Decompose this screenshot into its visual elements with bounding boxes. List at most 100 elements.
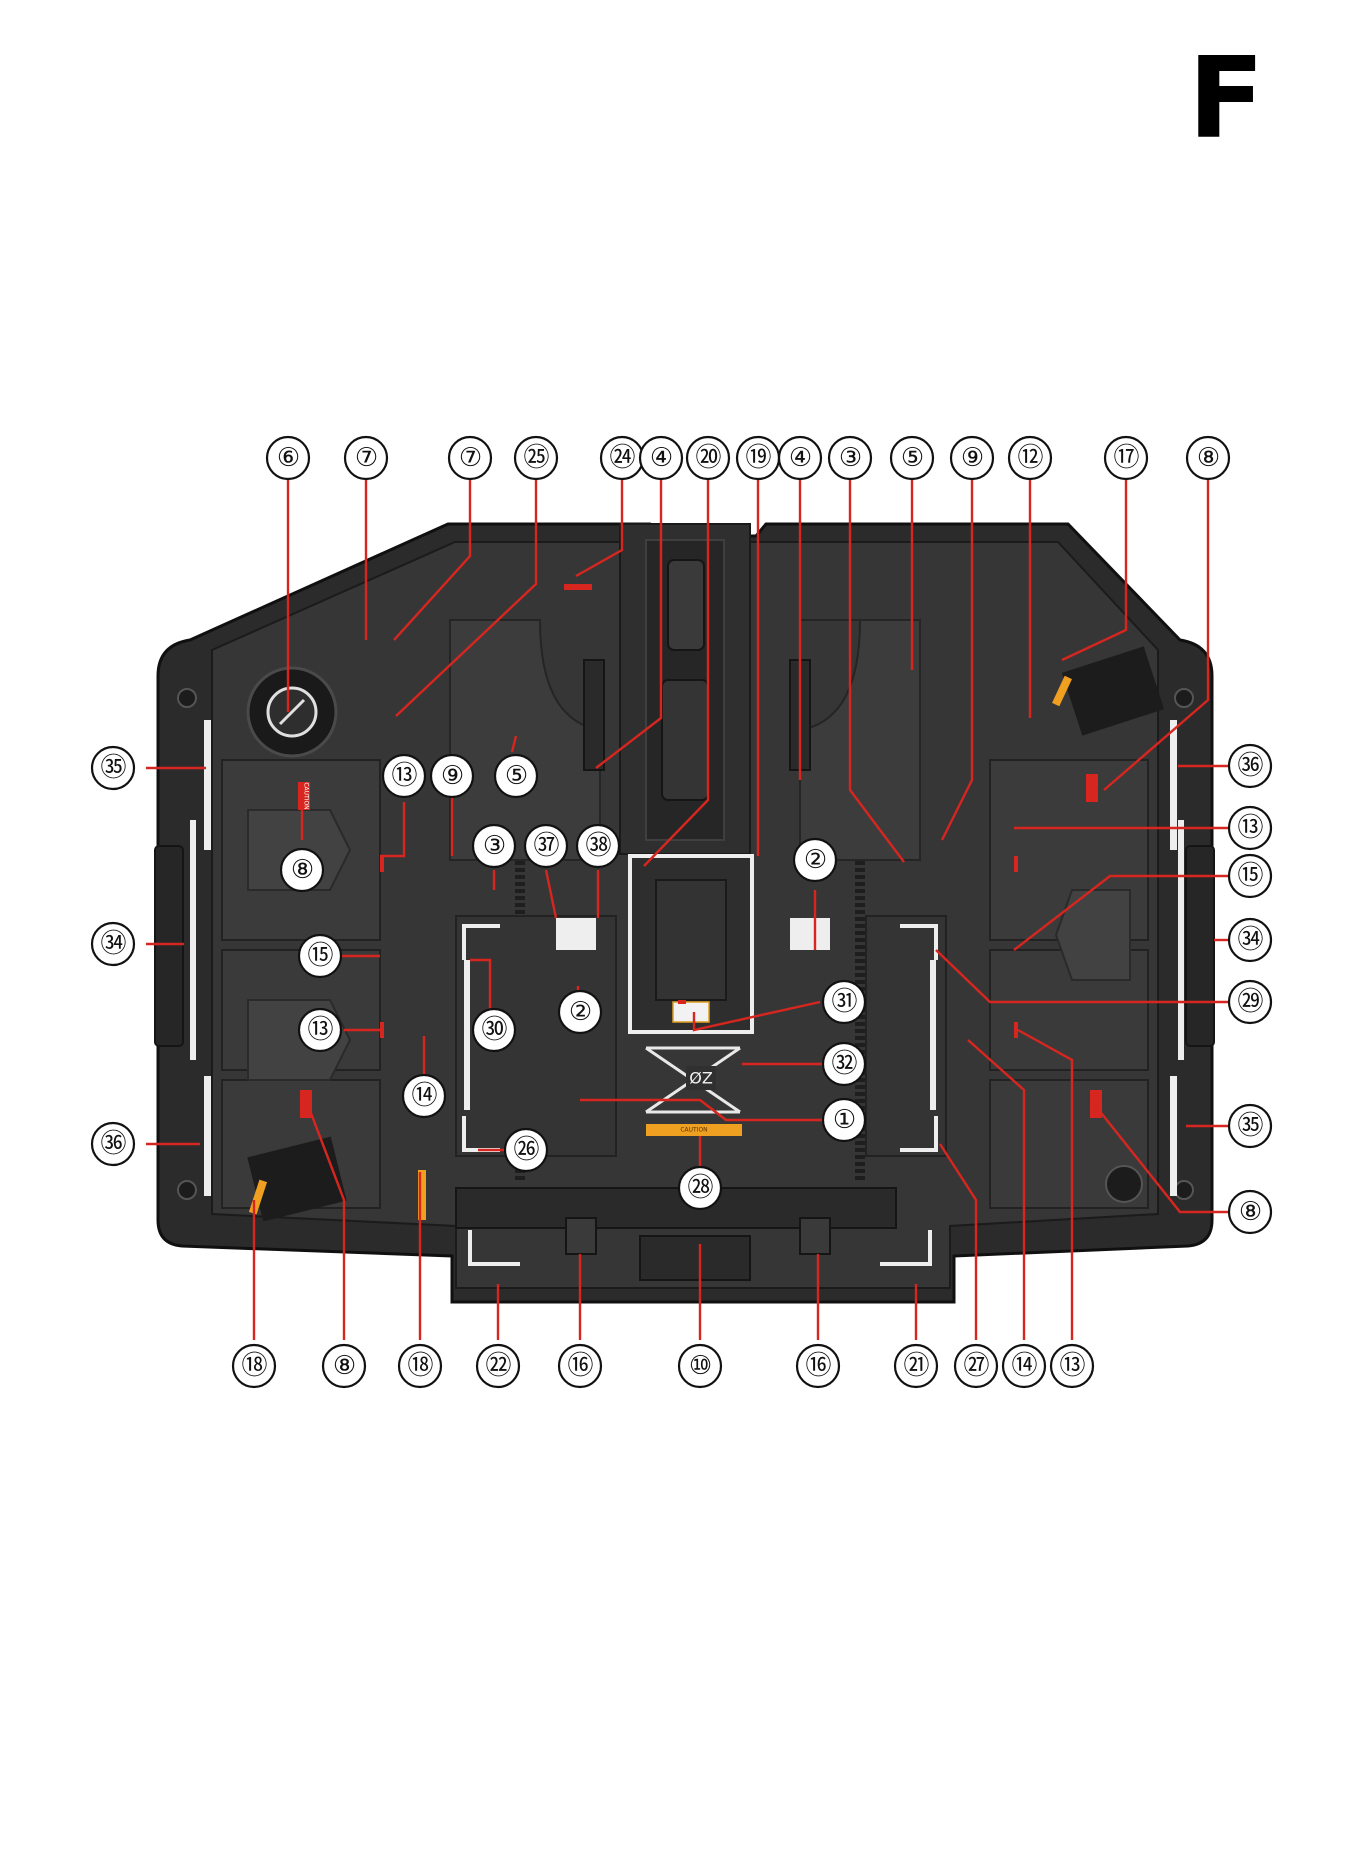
svg-text:⑮: ⑮ <box>1237 861 1263 891</box>
red-tab <box>678 1000 686 1004</box>
callout: ㉟ <box>90 745 136 791</box>
svg-text:⑤: ⑤ <box>505 761 527 791</box>
round-port <box>1105 1165 1143 1203</box>
bay-emblem <box>672 1001 710 1023</box>
svg-text:⑤: ⑤ <box>901 443 923 473</box>
right-side-rail <box>1185 845 1215 1047</box>
svg-text:⑳: ⑳ <box>695 443 721 473</box>
svg-text:②: ② <box>569 997 591 1027</box>
light-strip <box>1170 720 1177 850</box>
callout: ㉙ <box>1227 979 1273 1025</box>
svg-text:㊳: ㊳ <box>585 831 611 861</box>
svg-text:⑧: ⑧ <box>1197 443 1219 473</box>
caution-block <box>790 918 830 950</box>
svg-text:⑬: ⑬ <box>1237 813 1263 843</box>
bay-mechanism <box>655 879 727 1001</box>
svg-text:④: ④ <box>789 443 811 473</box>
front-tab <box>799 1217 831 1255</box>
screw-hole <box>1174 688 1194 708</box>
svg-text:⑨: ⑨ <box>961 443 983 473</box>
svg-text:⑯: ⑯ <box>567 1351 593 1381</box>
svg-text:㉞: ㉞ <box>1237 925 1263 955</box>
light-strip <box>204 720 211 850</box>
callout: ㉞ <box>1227 917 1273 963</box>
front-tab <box>565 1217 597 1255</box>
side-rod <box>583 659 605 771</box>
svg-text:③: ③ <box>483 831 505 861</box>
callout: ⑯ <box>795 1343 841 1389</box>
light-strip <box>204 1076 211 1196</box>
red-tab <box>1014 1022 1018 1038</box>
svg-text:㉜: ㉜ <box>831 1049 857 1079</box>
leader-lines <box>146 474 1230 1340</box>
svg-text:㉛: ㉛ <box>831 987 857 1017</box>
callout: ㉒ <box>475 1343 521 1389</box>
callout: ㉚ <box>471 1007 517 1053</box>
svg-text:⑬: ⑬ <box>391 761 417 791</box>
svg-text:㉔: ㉔ <box>609 443 635 473</box>
callout: ⑬ <box>381 753 427 799</box>
x-marking-decal: ØZ <box>645 1046 741 1114</box>
svg-text:⑦: ⑦ <box>459 443 481 473</box>
callout: ⑥ <box>265 435 311 481</box>
svg-text:㉖: ㉖ <box>513 1135 539 1165</box>
svg-text:㊲: ㊲ <box>533 831 559 861</box>
callout: ㉑ <box>893 1343 939 1389</box>
svg-text:⑱: ⑱ <box>241 1351 267 1381</box>
screw-hole <box>177 688 197 708</box>
svg-text:⑨: ⑨ <box>441 761 463 791</box>
svg-text:㉚: ㉚ <box>481 1015 507 1045</box>
svg-text:⑲: ⑲ <box>745 443 771 473</box>
svg-text:㉕: ㉕ <box>523 443 549 473</box>
callout: ㊱ <box>90 1121 136 1167</box>
svg-text:⑦: ⑦ <box>355 443 377 473</box>
callout: ② <box>557 989 603 1035</box>
spine-piston <box>661 679 709 801</box>
caution-label <box>1086 774 1098 802</box>
red-tab <box>1014 856 1018 872</box>
svg-text:㉑: ㉑ <box>903 1351 929 1381</box>
callout: ⑰ <box>1103 435 1149 481</box>
callout: ⑭ <box>1001 1343 1047 1389</box>
callout-badges: ⑥ ⑦ ⑦ ㉕ ㉔ ④ ⑳ ⑲ ④ ③ ⑤ ⑨ ⑫ ⑰ ⑧ ㉟ ⑬ ⑨ ⑤ ⑧ … <box>90 435 1273 1389</box>
caution-block <box>556 918 596 950</box>
callout: ⑲ <box>735 435 781 481</box>
svg-text:㊱: ㊱ <box>100 1129 126 1159</box>
svg-text:⑮: ⑮ <box>307 941 333 971</box>
svg-text:②: ② <box>804 845 826 875</box>
svg-text:⑩: ⑩ <box>689 1351 711 1381</box>
callout: ㉗ <box>953 1343 999 1389</box>
callout: ⑤ <box>889 435 935 481</box>
right-bay-bracket <box>900 924 938 1152</box>
svg-text:⑧: ⑧ <box>291 855 313 885</box>
callout: ㊲ <box>523 823 569 869</box>
callout: ⑩ <box>677 1343 723 1389</box>
callout: ⑤ <box>493 753 539 799</box>
callout: ① <box>821 1097 867 1143</box>
callout: ㉛ <box>821 979 867 1025</box>
callout: ㉜ <box>821 1041 867 1087</box>
svg-text:⑬: ⑬ <box>1059 1351 1085 1381</box>
callout: ㉔ <box>599 435 645 481</box>
callout: ⑧ <box>321 1343 367 1389</box>
svg-text:⑧: ⑧ <box>333 1351 355 1381</box>
callout: ④ <box>638 435 684 481</box>
callout: ⑱ <box>397 1343 443 1389</box>
front-slot <box>639 1235 751 1281</box>
callout: ⑱ <box>231 1343 277 1389</box>
light-strip <box>1178 820 1184 1060</box>
svg-text:⑱: ⑱ <box>407 1351 433 1381</box>
left-side-rail <box>154 845 184 1047</box>
zone-code-text: ØZ <box>689 1069 713 1088</box>
caution-label <box>1090 1090 1102 1118</box>
callout: ⑧ <box>1227 1189 1273 1235</box>
callout: ㉘ <box>677 1165 723 1211</box>
right-hex-panel <box>1054 889 1131 981</box>
svg-text:④: ④ <box>650 443 672 473</box>
svg-text:㊱: ㊱ <box>1237 751 1263 781</box>
right-arc-panel <box>799 619 921 861</box>
svg-text:⑫: ⑫ <box>1017 443 1043 473</box>
callout: ⑦ <box>447 435 493 481</box>
callout: ⑳ <box>685 435 731 481</box>
